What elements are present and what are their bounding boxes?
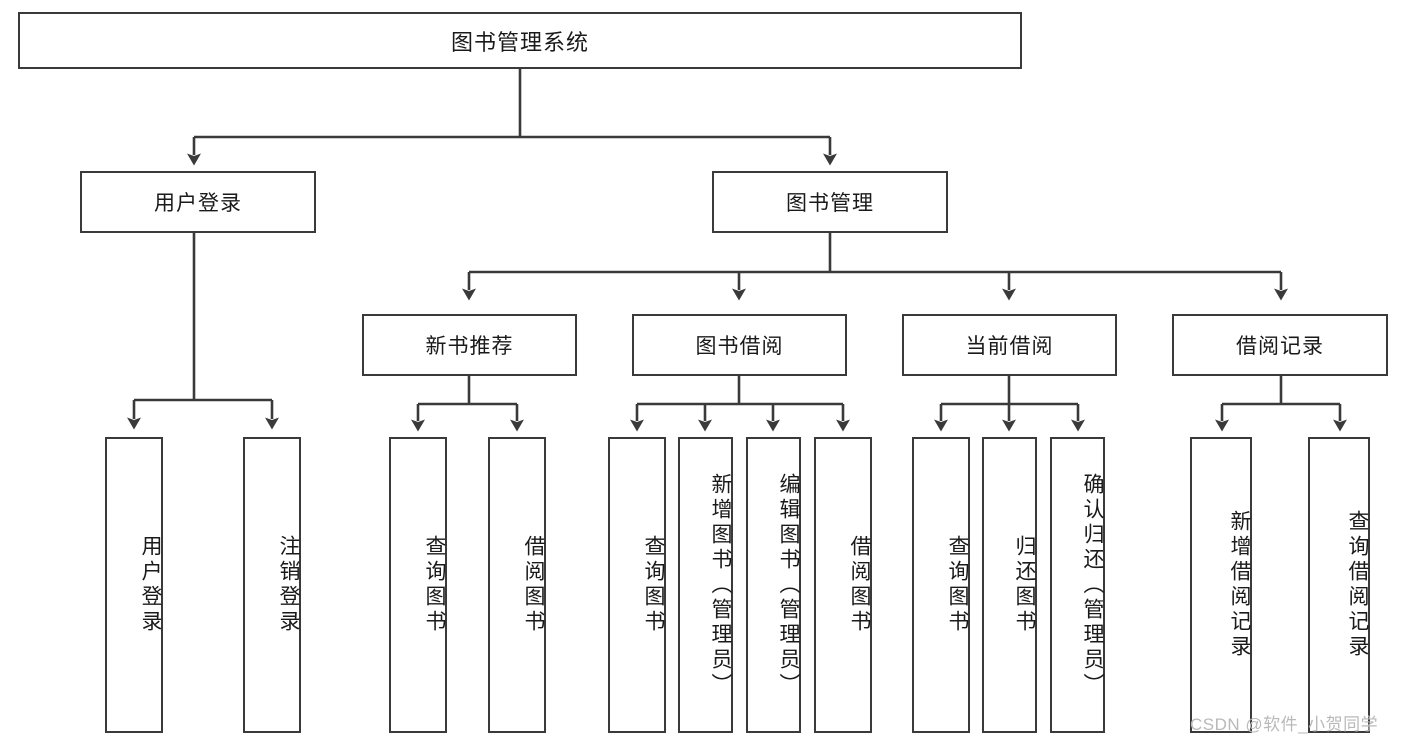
node-current-borrow[interactable]: 当前借阅 <box>902 314 1117 376</box>
leaf-borrow-book-new-rec[interactable]: 借阅图书 <box>488 437 546 733</box>
node-book-borrow[interactable]: 图书借阅 <box>632 314 847 376</box>
leaf-label: 用户登录 <box>139 535 162 635</box>
leaf-label: 借阅图书 <box>848 535 871 635</box>
leaf-confirm-return-admin[interactable]: 确认归还（管理员） <box>1050 437 1105 733</box>
leaf-query-book-current[interactable]: 查询图书 <box>912 437 970 733</box>
leaf-borrow-book-borrow[interactable]: 借阅图书 <box>814 437 872 733</box>
leaf-query-borrow-record[interactable]: 查询借阅记录 <box>1308 437 1370 733</box>
leaf-label: 查询图书 <box>946 535 969 635</box>
node-new-book-recommend[interactable]: 新书推荐 <box>362 314 577 376</box>
leaf-edit-book-admin[interactable]: 编辑图书（管理员） <box>746 437 801 733</box>
leaf-label: 查询借阅记录 <box>1346 510 1369 660</box>
leaf-label: 借阅图书 <box>522 535 545 635</box>
node-borrow-record[interactable]: 借阅记录 <box>1172 314 1388 376</box>
node-root[interactable]: 图书管理系统 <box>18 12 1022 69</box>
leaf-query-book-new-rec[interactable]: 查询图书 <box>389 437 447 733</box>
leaf-label: 归还图书 <box>1013 535 1036 635</box>
leaf-label: 确认归还（管理员） <box>1081 472 1104 698</box>
leaf-add-book-admin[interactable]: 新增图书（管理员） <box>678 437 733 733</box>
leaf-return-book[interactable]: 归还图书 <box>982 437 1037 733</box>
leaf-add-borrow-record[interactable]: 新增借阅记录 <box>1190 437 1252 733</box>
leaf-label: 查询图书 <box>642 535 665 635</box>
node-user-login[interactable]: 用户登录 <box>80 171 316 233</box>
leaf-logout-login[interactable]: 注销登录 <box>243 437 301 733</box>
leaf-label: 注销登录 <box>277 535 300 635</box>
node-book-manage[interactable]: 图书管理 <box>712 171 948 233</box>
leaf-user-login[interactable]: 用户登录 <box>105 437 163 733</box>
leaf-label: 编辑图书（管理员） <box>777 472 800 698</box>
leaf-query-book-borrow[interactable]: 查询图书 <box>608 437 666 733</box>
leaf-label: 查询图书 <box>423 535 446 635</box>
leaf-label: 新增图书（管理员） <box>709 472 732 698</box>
csdn-watermark: CSDN @软件_小贺同学 <box>1190 715 1379 734</box>
leaf-label: 新增借阅记录 <box>1228 510 1251 660</box>
